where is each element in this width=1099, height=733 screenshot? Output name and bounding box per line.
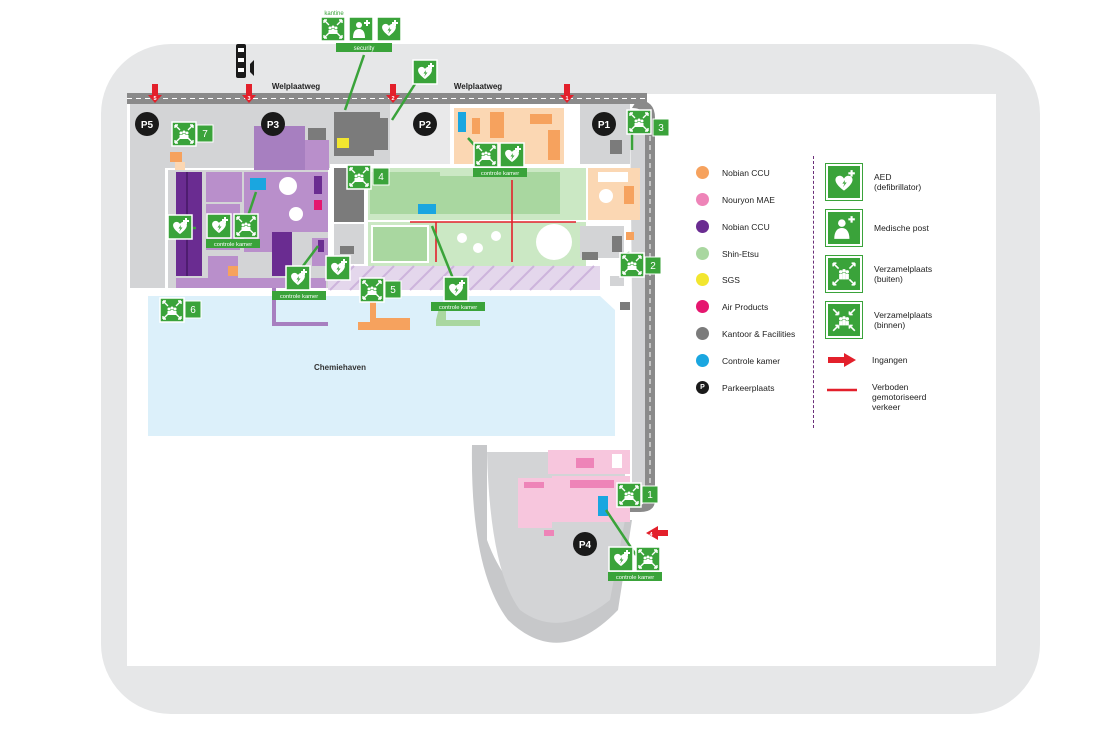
aed-icon [325,255,351,281]
assembly-point-2: 2 [619,252,662,278]
svg-text:5: 5 [390,285,396,296]
parking-p2: P2 [413,112,437,136]
svg-text:6: 6 [190,305,196,316]
parking-p1: P1 [592,112,616,136]
svg-text:3: 3 [247,96,250,102]
legend-item: Controle kamer [696,354,780,367]
assembly-point-6: 6 [159,297,202,323]
svg-text:P1: P1 [598,120,611,131]
legend-item: SGS [696,273,740,286]
svg-text:2: 2 [391,96,394,102]
color-swatch [696,300,709,313]
legend-divider [813,156,814,428]
map-legend: Nobian CCU Nouryon MAE Nobian CCU Shin-E… [690,156,990,440]
control-room-south: controle kamer [608,546,662,581]
entrance-1: 1 [560,84,574,103]
office-building [334,112,388,156]
svg-text:controle kamer: controle kamer [439,305,477,311]
legend-item-assembly-outside: Verzamelplaats(buiten) [825,255,932,293]
security-label: security [354,46,375,52]
legend-item-medical: Medische post [825,209,929,247]
north-symbol-icon [236,44,254,78]
assembly-outside-icon [825,255,863,293]
svg-text:P5: P5 [141,120,154,131]
legend-item-aed: AED(defibrillator) [825,163,921,201]
assembly-point-3: 3 [626,109,670,137]
svg-text:controle kamer: controle kamer [616,575,654,581]
entrance-5: 5 [148,84,162,103]
aed-icon [412,59,438,85]
color-swatch [696,354,709,367]
svg-text:4: 4 [649,532,653,538]
color-swatch [696,166,709,179]
chemiehaven-water [148,296,615,436]
welplaatweg-road [127,93,647,104]
assembly-point-1: 1 [616,482,659,508]
legend-item: Nobian CCU [696,220,770,233]
entrance-2: 2 [386,84,400,103]
control-room-purple: controle kamer [272,265,326,300]
legend-item: Air Products [696,300,768,313]
legend-item: Nobian CCU [696,166,770,179]
parking-p5: P5 [135,112,159,136]
color-swatch [696,247,709,260]
svg-text:P4: P4 [579,540,592,551]
assembly-point-7: 7 [171,121,214,147]
kantine-label: kantine [324,11,344,17]
svg-text:4: 4 [378,172,384,183]
parking-icon: P [696,381,709,394]
svg-text:controle kamer: controle kamer [280,294,318,300]
control-room-west: controle kamer [206,213,260,248]
color-swatch [696,273,709,286]
svg-text:P2: P2 [419,120,432,131]
aed-icon [825,163,863,201]
legend-item-entrances: Ingangen [826,352,907,368]
svg-text:P3: P3 [267,120,280,131]
legend-item: Nouryon MAE [696,193,775,206]
color-swatch [696,193,709,206]
svg-text:1: 1 [647,490,653,501]
water-label: Chemiehaven [314,363,366,372]
svg-text:7: 7 [202,129,208,140]
road-label-east: Welplaatweg [454,82,502,91]
security-cluster: kantine security [320,11,402,52]
svg-text:controle kamer: controle kamer [214,242,252,248]
medical-post-icon [348,16,374,42]
color-swatch [696,327,709,340]
assembly-point-5: 5 [359,277,402,303]
aed-icon [376,16,402,42]
svg-text:1: 1 [565,96,568,102]
entrance-arrow-icon [828,353,856,367]
east-road [625,100,655,512]
svg-text:3: 3 [658,123,664,134]
parking-p3: P3 [261,112,285,136]
entrance-3: 3 [242,84,256,103]
parking-p4: P4 [573,532,597,556]
assembly-inside-icon [320,16,346,42]
color-swatch [696,220,709,233]
svg-text:2: 2 [650,261,656,272]
forbidden-line-icon [827,388,857,392]
svg-text:5: 5 [153,96,156,102]
assembly-point-4: 4 [346,164,390,190]
svg-text:controle kamer: controle kamer [481,171,519,177]
control-room-shin-etsu: controle kamer [431,276,485,311]
aed-icon [167,214,193,240]
medical-post-icon [825,209,863,247]
entrance-4: 4 [646,526,668,540]
road-label-west: Welplaatweg [272,82,320,91]
assembly-inside-icon [825,301,863,339]
legend-item: Kantoor & Facilities [696,327,795,340]
legend-item: Shin-Etsu [696,247,759,260]
control-room-north: controle kamer [473,142,527,177]
legend-item-assembly-inside: Verzamelplaats(binnen) [825,301,932,339]
